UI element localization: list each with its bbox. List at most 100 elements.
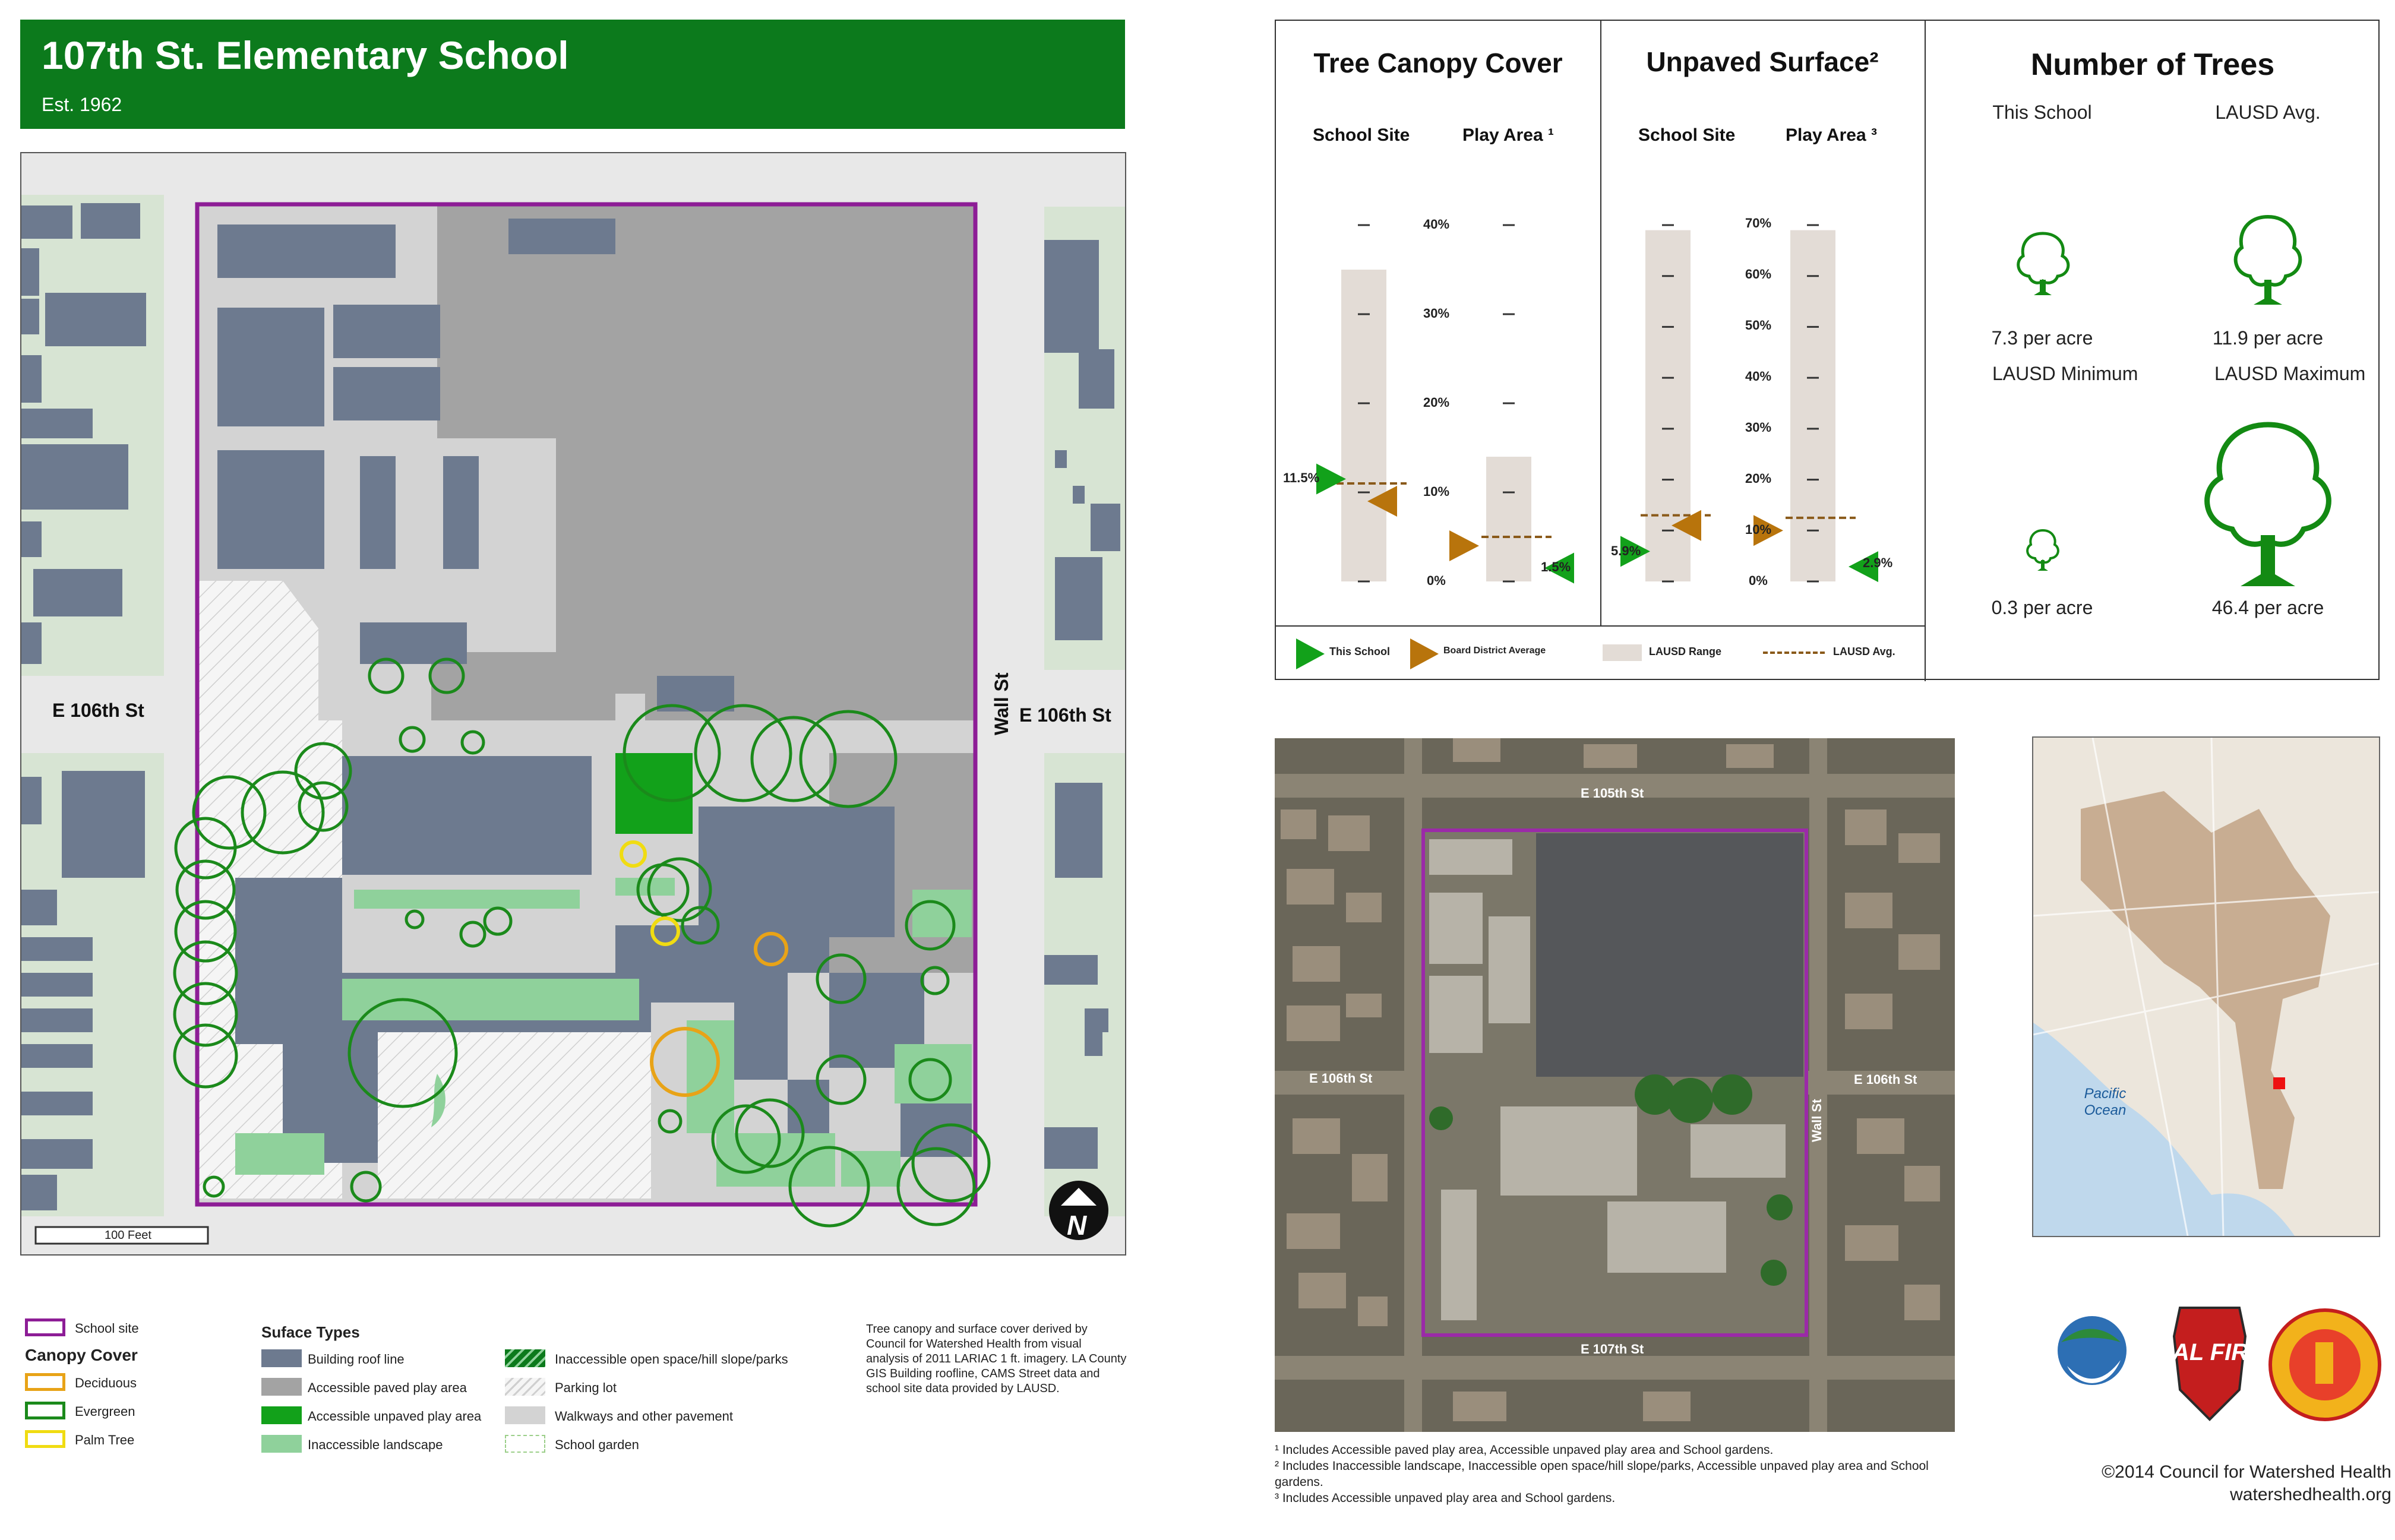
street-label-wall: Wall St <box>991 672 1012 735</box>
trees-title: Number of Trees <box>2030 48 2275 82</box>
paved-swatch <box>261 1378 302 1396</box>
this-school-marker-icon <box>1296 638 1325 669</box>
parking-swatch <box>505 1378 545 1396</box>
school-site-swatch <box>25 1318 65 1336</box>
palm-swatch <box>25 1430 65 1448</box>
canopy-range-bar-0 <box>1341 270 1386 581</box>
street-label-east: E 106th St <box>1019 704 1111 726</box>
trees-lausd-min-value: 0.3 per acre <box>1991 597 2093 618</box>
canopy-school-marker-1 <box>1544 552 1574 584</box>
unpaved-school-value: 5.9% <box>1611 543 1641 558</box>
trees-lausd-max: LAUSD Maximum <box>2214 363 2366 384</box>
canopy-tick-10: 10% <box>1423 484 1450 499</box>
legend-this-school: This School <box>1329 646 1391 657</box>
unpaved-swatch <box>261 1406 302 1424</box>
ocean-label: Pacific Ocean <box>2084 1086 2127 1118</box>
legend-palm: Palm Tree <box>75 1433 135 1447</box>
legend-surface-4: Inaccessible open space/hill slope/parks <box>555 1352 788 1367</box>
aerial-street-wall: Wall St <box>1809 1099 1824 1142</box>
canopy-school-marker-0 <box>1316 463 1346 495</box>
trees-lausd-avg: LAUSD Avg. <box>2215 102 2321 123</box>
unpaved-tick-20: 20% <box>1745 471 1772 486</box>
avg-line-swatch <box>1763 652 1825 654</box>
legend-surface-5: Parking lot <box>555 1380 617 1395</box>
locator-graphic <box>2033 738 2379 1236</box>
canopy-tick-20: 20% <box>1423 395 1450 410</box>
legend-surface-1: Accessible paved play area <box>308 1380 467 1395</box>
legend-canopy-title: Canopy Cover <box>25 1346 138 1364</box>
tree-medium-icon <box>2233 214 2302 305</box>
canopy-school-value: 11.5% <box>1283 470 1320 485</box>
north-arrow-icon: N <box>1067 1210 1087 1241</box>
trees-this-school: This School <box>1992 102 2092 123</box>
unpaved-district-marker-0 <box>1672 510 1701 541</box>
canopy-title: Tree Canopy Cover <box>1313 48 1563 78</box>
district-marker-icon <box>1410 638 1439 669</box>
aerial-graphic <box>1275 738 1955 1432</box>
site-map-graphic <box>21 195 1125 1245</box>
unpaved-tick-10: 10% <box>1745 522 1772 537</box>
locator-map: Pacific Ocean <box>2032 736 2380 1237</box>
aerial-street-106-w: E 106th St <box>1309 1071 1373 1086</box>
canopy-district-marker-0 <box>1367 486 1397 517</box>
open-space-swatch <box>505 1349 545 1367</box>
site-map: E 106th St Wall St E 106th St 100 Feet N <box>20 152 1126 1256</box>
unpaved-title: Unpaved Surface² <box>1646 46 1879 77</box>
evergreen-swatch <box>25 1402 65 1419</box>
unpaved-play-value: 2.9% <box>1863 555 1893 570</box>
unpaved-range-bar-1 <box>1790 230 1835 582</box>
legend-surface-2: Accessible unpaved play area <box>308 1409 482 1424</box>
legend-surface-0: Building roof line <box>308 1352 405 1367</box>
tree-min-icon <box>2026 529 2059 571</box>
aerial-street-106-e: E 106th St <box>1854 1072 1917 1087</box>
unpaved-school-marker-1 <box>1849 551 1878 583</box>
unpaved-tick-40: 40% <box>1745 369 1772 384</box>
cal-fire-logo-icon: CAL FIRE <box>2155 1307 2265 1421</box>
legend-school-site: School site <box>75 1321 139 1336</box>
canopy-tick-40: 40% <box>1423 217 1450 232</box>
legend-range: LAUSD Range <box>1649 646 1722 657</box>
footnote-1: ¹ Includes Accessible paved play area, A… <box>1275 1443 1774 1457</box>
landscape-swatch <box>261 1435 302 1453</box>
legend-evergreen: Evergreen <box>75 1404 135 1419</box>
footnotes: ¹ Includes Accessible paved play area, A… <box>1275 1442 1958 1506</box>
legend-avg: LAUSD Avg. <box>1833 646 1895 657</box>
legend-board-average: Board District Average <box>1443 646 1546 656</box>
legend-surface-7: School garden <box>555 1437 639 1452</box>
footnote-3: ³ Includes Accessible unpaved play area … <box>1275 1491 1616 1505</box>
unpaved-tick-50: 50% <box>1745 318 1772 333</box>
source-note: Tree canopy and surface cover derived by… <box>866 1323 1127 1395</box>
canopy-col-play: Play Area ¹ <box>1462 125 1554 145</box>
stats-panel: Tree Canopy Cover School Site Play Area … <box>1275 20 2380 681</box>
legend-deciduous: Deciduous <box>75 1375 137 1390</box>
footnote-2: ² Includes Inaccessible landscape, Inacc… <box>1275 1459 1929 1489</box>
trees-this-school-value: 7.3 per acre <box>1991 327 2093 349</box>
map-legend: School site Canopy Cover Deciduous Everg… <box>20 1307 1127 1485</box>
unpaved-tick-70: 70% <box>1745 216 1772 230</box>
unpaved-school-marker-0 <box>1620 536 1650 567</box>
legend-surface-title: Suface Types <box>261 1323 360 1341</box>
garden-swatch <box>505 1435 545 1453</box>
unpaved-col-play: Play Area ³ <box>1786 125 1877 145</box>
trees-lausd-avg-value: 11.9 per acre <box>2212 327 2324 349</box>
school-title: 107th St. Elementary School <box>42 33 569 77</box>
walkway-swatch <box>505 1406 545 1424</box>
partner-logos: CAL FIRE <box>2046 1307 2381 1421</box>
trees-lausd-max-value: 46.4 per acre <box>2211 597 2324 618</box>
scale-label: 100 Feet <box>105 1229 151 1242</box>
unpaved-district-marker-1 <box>1753 515 1783 546</box>
canopy-col-school: School Site <box>1313 125 1410 145</box>
canopy-tick-30: 30% <box>1423 306 1450 321</box>
unpaved-col-school: School Site <box>1638 125 1736 145</box>
canopy-tick-0: 0% <box>1427 573 1446 588</box>
la-county-seal-icon <box>2268 1308 2381 1421</box>
unpaved-tick-60: 60% <box>1745 267 1772 282</box>
legend-surface-6: Walkways and other pavement <box>555 1409 733 1424</box>
watershed-logo-icon <box>2046 1314 2138 1406</box>
unpaved-tick-30: 30% <box>1745 420 1772 435</box>
range-swatch <box>1603 644 1642 661</box>
aerial-photo: E 105th St E 106th St E 106th St Wall St… <box>1275 738 1955 1432</box>
established-year: Est. 1962 <box>42 94 122 115</box>
stat-charts <box>1316 224 1878 584</box>
credits: ©2014 Council for Watershed Health water… <box>2037 1461 2391 1506</box>
